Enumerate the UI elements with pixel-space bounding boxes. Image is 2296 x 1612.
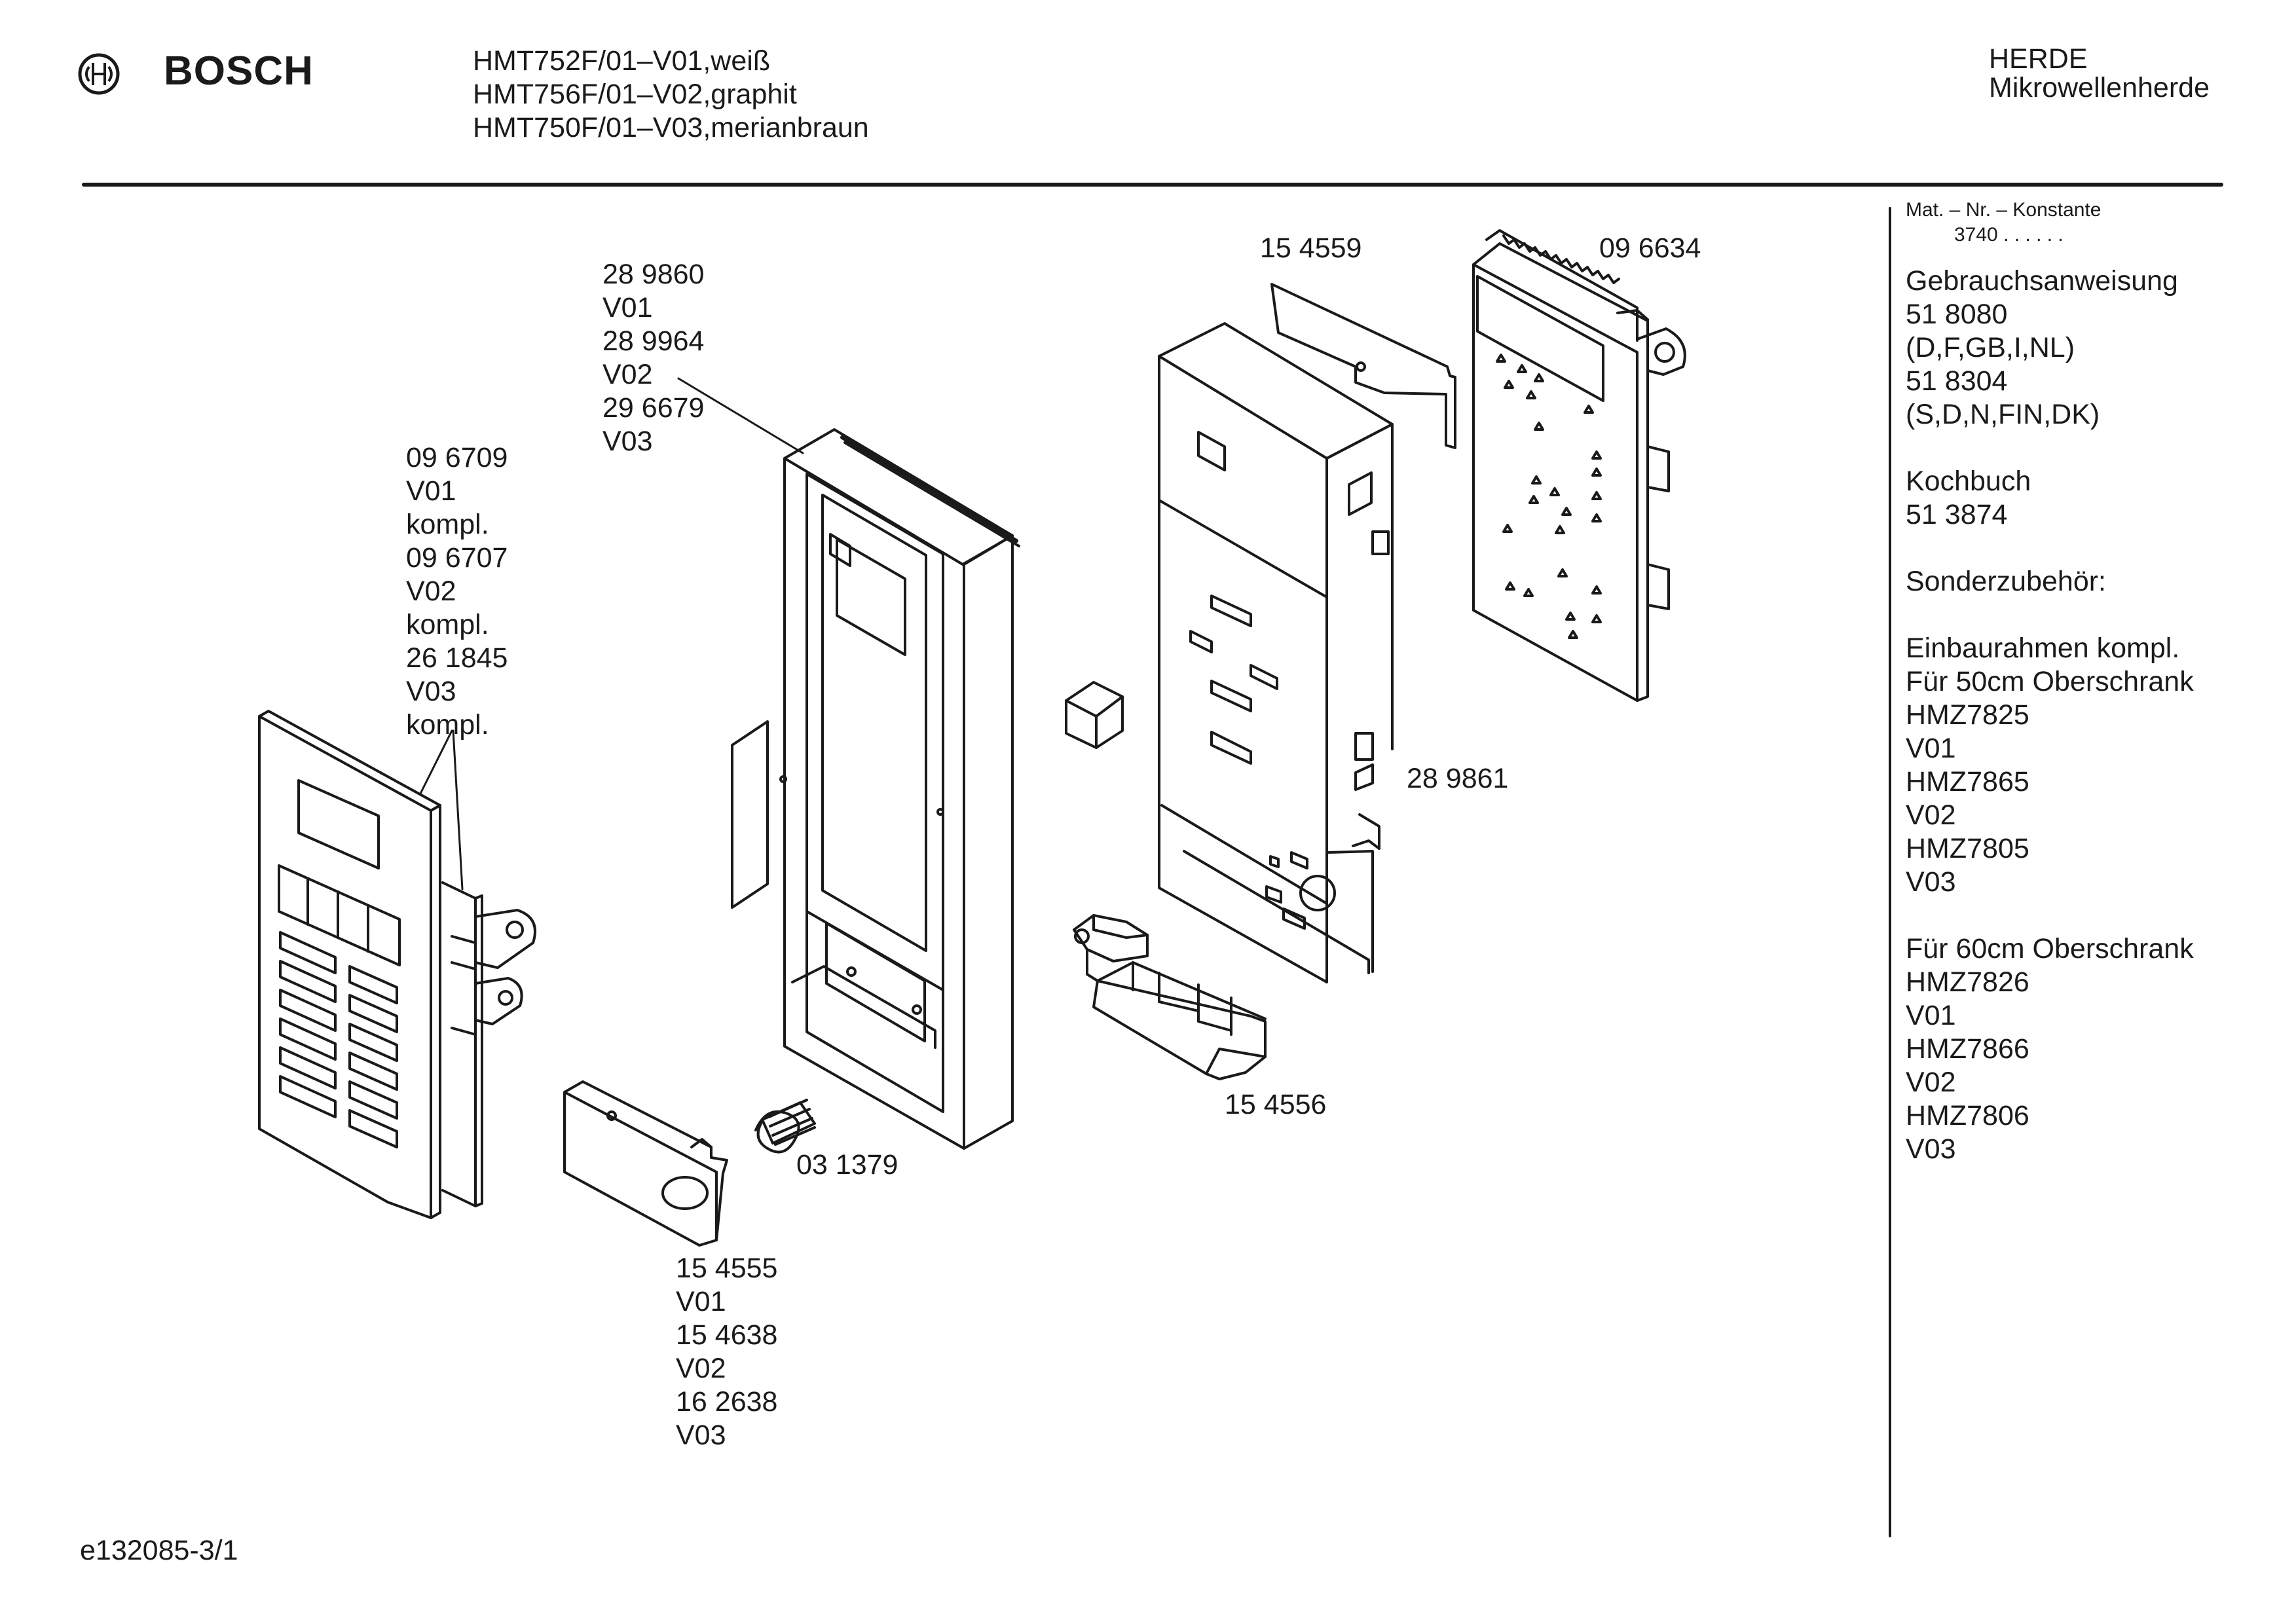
pcb-part (1473, 230, 1685, 701)
push-button-part (565, 1082, 727, 1245)
callout-line: V01 (602, 292, 653, 323)
leader-control-panel (420, 731, 452, 794)
accessory-line: Einbaurahmen kompl. (1906, 632, 2180, 664)
accessory-line: HMZ7866 (1906, 1033, 2029, 1065)
callout-line: kompl. (406, 609, 489, 640)
callout-line: 15 4555 (676, 1253, 778, 1284)
callout-line: kompl. (406, 509, 489, 540)
accessory-line: HMZ7865 (1906, 766, 2029, 797)
accessory-line: (D,F,GB,I,NL) (1906, 332, 2075, 363)
callout-pcb: 09 6634 (1599, 232, 1701, 264)
callout-line: 29 6679 (602, 392, 705, 424)
rivet-mark (781, 777, 786, 782)
rivet-mark (938, 809, 943, 815)
housing-part (1159, 323, 1392, 982)
callout-line: 09 6707 (406, 542, 508, 574)
callout-spring: 03 1379 (796, 1149, 898, 1181)
accessory-line: HMZ7805 (1906, 833, 2029, 864)
latch-block-part (1074, 915, 1265, 1079)
accessory-line: (S,D,N,FIN,DK) (1906, 399, 2100, 430)
accessory-line: Gebrauchsanweisung (1906, 265, 2178, 297)
callout-latch-block: 15 4556 (1225, 1089, 1327, 1120)
drawing-id: e132085-3/1 (80, 1535, 238, 1566)
accessory-line: 51 3874 (1906, 499, 2008, 530)
control-panel-part (259, 711, 440, 1218)
accessory-line: V01 (1906, 733, 1956, 764)
cube-spacer-part (1066, 682, 1122, 748)
callout-push-button: 15 4555 V01 15 4638 V02 16 2638 V03 (676, 1252, 777, 1452)
model-line: HMT752F/01–V01,weiß (473, 45, 771, 77)
accessory-line: 51 8080 (1906, 299, 2008, 330)
accessory-line: V02 (1906, 799, 1956, 831)
accessory-line: HMZ7806 (1906, 1100, 2029, 1131)
callout-line: V03 (676, 1420, 726, 1451)
leader-lines (420, 378, 803, 889)
callout-line: V02 (602, 359, 653, 390)
callout-line: V02 (406, 576, 456, 607)
callout-line: V03 (602, 426, 653, 457)
accessory-line: HMZ7825 (1906, 699, 2029, 731)
accessory-line: Für 50cm Oberschrank (1906, 666, 2194, 697)
callout-shield: 15 4559 (1260, 232, 1362, 264)
accessory-line: V03 (1906, 866, 1956, 898)
category-line: Mikrowellenherde (1989, 72, 2210, 103)
callout-line: kompl. (406, 709, 489, 741)
accessory-line: V03 (1906, 1133, 1956, 1165)
callout-line: 28 9860 (602, 259, 705, 290)
accessory-line: Für 60cm Oberschrank (1906, 933, 2194, 964)
model-line: HMT756F/01–V02,graphit (473, 79, 797, 110)
accessory-line: V02 (1906, 1067, 1956, 1098)
model-line: HMT750F/01–V03,merianbraun (473, 112, 869, 143)
product-category: HERDE Mikrowellenherde (1989, 45, 2210, 102)
callout-line: 16 2638 (676, 1386, 778, 1418)
mat-number-label: Mat. – Nr. – Konstante (1906, 199, 2102, 221)
spring-part (756, 1100, 815, 1152)
callout-line: 09 6709 (406, 442, 508, 473)
accessory-line: HMZ7826 (1906, 966, 2029, 998)
panel-bracket-part (443, 883, 535, 1206)
callout-line: 26 1845 (406, 642, 508, 674)
bosch-armature-icon (78, 53, 120, 95)
category-line: HERDE (1989, 43, 2088, 75)
callout-door-frame: 28 9860 V01 28 9964 V02 29 6679 V03 (602, 258, 704, 458)
mat-number-value: 3740 . . . . . . (1954, 224, 2064, 246)
accessory-line: 51 8304 (1906, 365, 2008, 397)
callout-line: V03 (406, 676, 456, 707)
leader-panel-bracket (453, 731, 462, 889)
callout-housing: 28 9861 (1407, 763, 1509, 794)
callout-line: 15 4638 (676, 1319, 778, 1351)
leader-door-frame (678, 378, 803, 453)
callout-line: V01 (676, 1286, 726, 1317)
bosch-logo (77, 52, 120, 96)
accessory-line: Kochbuch (1906, 466, 2031, 497)
callout-line: 28 9964 (602, 325, 705, 357)
callout-line: V02 (676, 1353, 726, 1384)
callout-line: V01 (406, 475, 456, 507)
brand-name: BOSCH (164, 48, 314, 94)
door-frame-part (785, 430, 1019, 1148)
accessory-line: Sonderzubehör: (1906, 566, 2106, 597)
shield-plate-part (1272, 284, 1455, 448)
callout-control-panel: 09 6709 V01 kompl. 09 6707 V02 kompl. 26… (406, 441, 508, 742)
model-list: HMT752F/01–V01,weiß HMT756F/01–V02,graph… (473, 45, 869, 145)
window-strip-part (732, 722, 768, 907)
accessory-line: V01 (1906, 1000, 1956, 1031)
